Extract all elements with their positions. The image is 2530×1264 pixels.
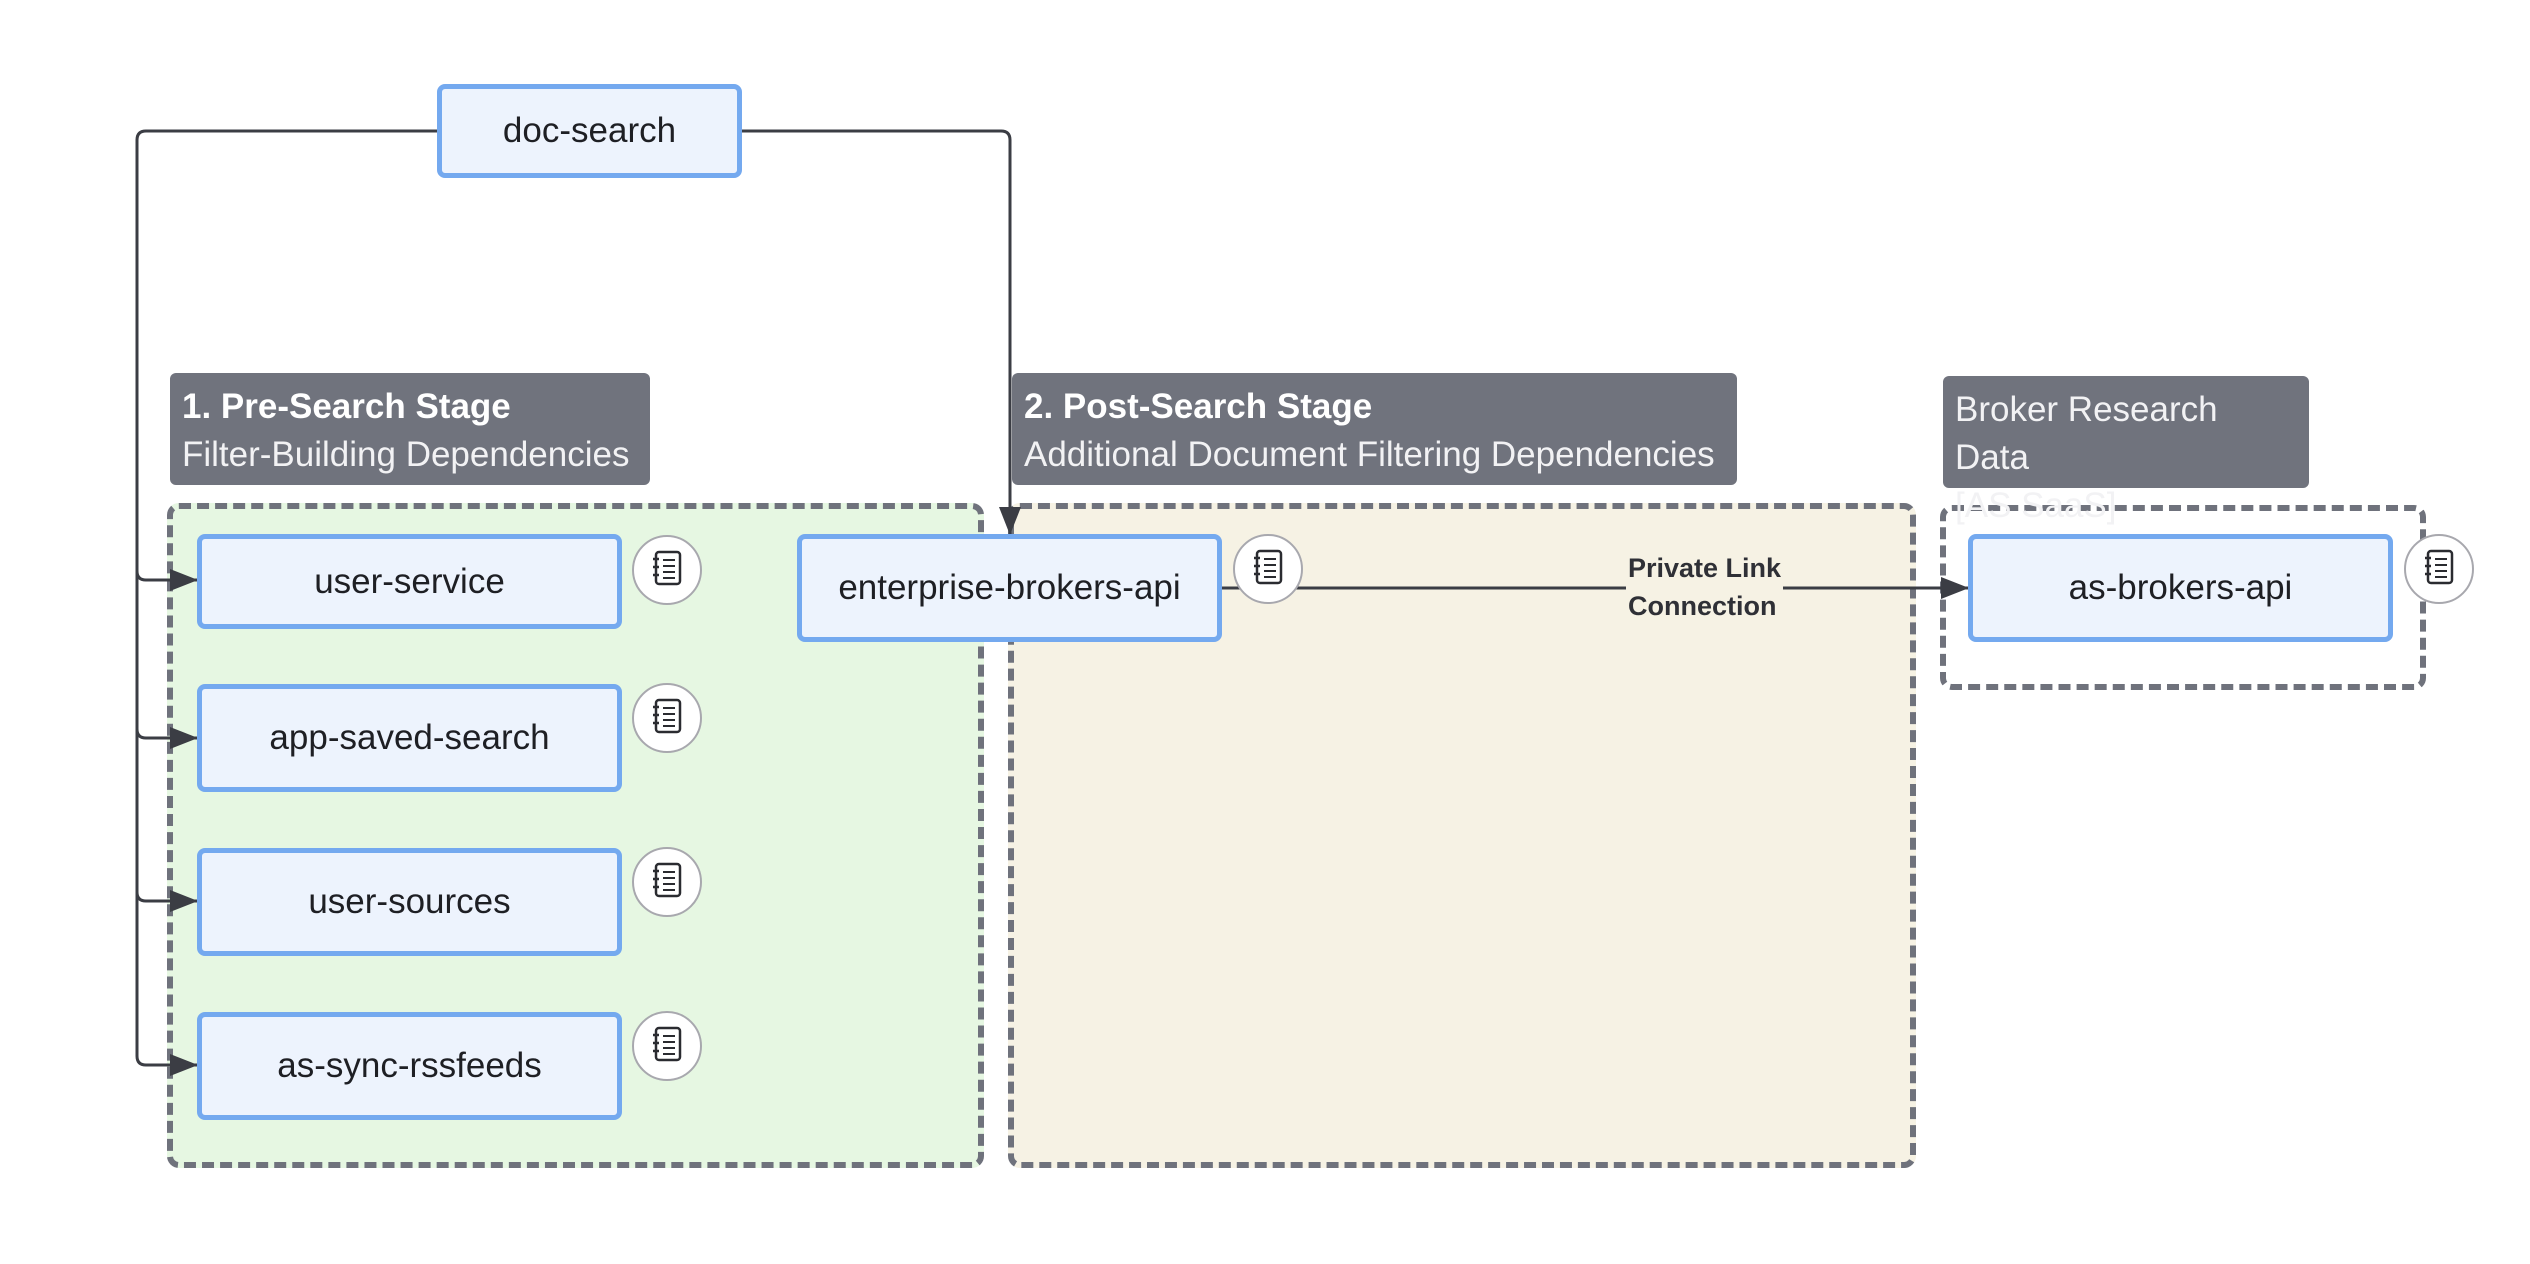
private-link-label: Private Link Connection [1626, 549, 1784, 625]
enterprise-brokers-api-docs-button[interactable] [1233, 534, 1303, 604]
node-user-sources[interactable]: user-sources [197, 848, 622, 956]
broker-research-title: Broker Research Data [1955, 390, 2218, 477]
notebook-icon [650, 861, 684, 904]
connector-to-app-saved-search [135, 727, 198, 749]
connector-doc-search-to-enterprise [739, 129, 1021, 535]
node-app-saved-search[interactable]: app-saved-search [197, 684, 622, 792]
post-search-stage-title: 2. Post-Search Stage [1024, 387, 1373, 426]
as-brokers-api-docs-button[interactable] [2404, 534, 2474, 604]
connector-to-user-sources [135, 890, 198, 912]
node-as-brokers-api[interactable]: as-brokers-api [1968, 534, 2393, 642]
connector-to-as-sync-rssfeeds [135, 1054, 198, 1076]
notebook-icon [650, 697, 684, 740]
pre-search-stage-subtitle: Filter-Building Dependencies [182, 435, 630, 474]
user-sources-docs-button[interactable] [632, 847, 702, 917]
node-as-sync-rssfeeds[interactable]: as-sync-rssfeeds [197, 1012, 622, 1120]
post-search-stage-label: 2. Post-Search Stage Additional Document… [1012, 373, 1737, 485]
private-link-label-line1: Private Link [1628, 553, 1782, 583]
pre-search-stage-title: 1. Pre-Search Stage [182, 387, 511, 426]
notebook-icon [650, 549, 684, 592]
pre-search-stage-label: 1. Pre-Search Stage Filter-Building Depe… [170, 373, 650, 485]
connector-to-user-service [135, 569, 198, 591]
notebook-icon [1251, 548, 1285, 591]
node-doc-search[interactable]: doc-search [437, 84, 742, 178]
notebook-icon [650, 1025, 684, 1068]
private-link-label-line2: Connection [1628, 591, 1777, 621]
connector-doc-search-trunk [135, 129, 440, 1056]
app-saved-search-docs-button[interactable] [632, 683, 702, 753]
user-service-docs-button[interactable] [632, 535, 702, 605]
broker-research-label: Broker Research Data [AS SaaS] [1943, 376, 2309, 525]
node-enterprise-brokers-api[interactable]: enterprise-brokers-api [797, 534, 1222, 642]
broker-research-subtitle: [AS SaaS] [1955, 486, 2117, 525]
as-sync-rssfeeds-docs-button[interactable] [632, 1011, 702, 1081]
notebook-icon [2422, 548, 2456, 591]
post-search-stage-subtitle: Additional Document Filtering Dependenci… [1024, 435, 1715, 474]
node-user-service[interactable]: user-service [197, 534, 622, 629]
